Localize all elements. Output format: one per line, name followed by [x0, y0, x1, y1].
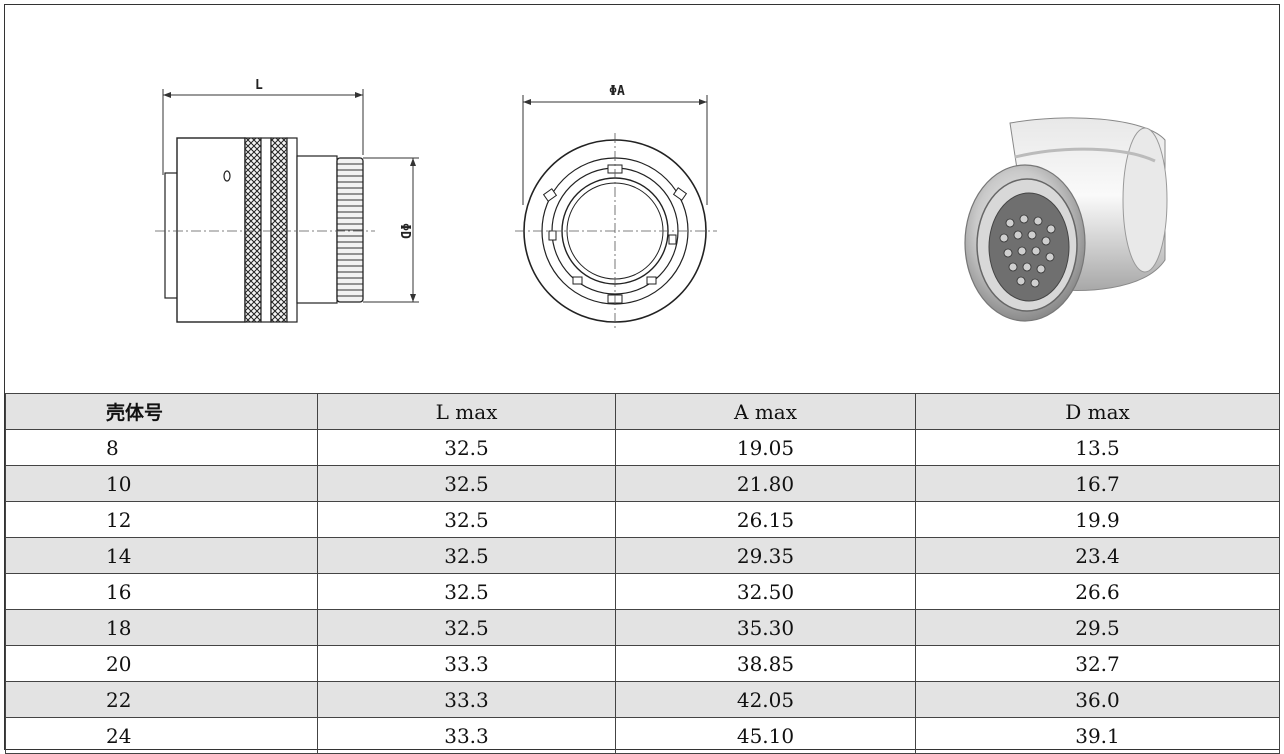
table-row: 22 33.3 42.05 36.0 [5, 681, 1280, 718]
table-row: 12 32.5 26.15 19.9 [5, 501, 1280, 538]
table-row: 16 32.5 32.50 26.6 [5, 573, 1280, 610]
header-a-max: A max [615, 393, 916, 430]
dimension-table: 壳体号 L max A max D max 8 32.5 19.05 13.5 … [5, 393, 1280, 754]
connector-photo [964, 117, 1168, 322]
table-row: 10 32.5 21.80 16.7 [5, 465, 1280, 502]
table-row: 20 33.3 38.85 32.7 [5, 645, 1280, 682]
diameter-a-label: ΦA [609, 84, 625, 99]
header-shell-size: 壳体号 [5, 393, 318, 430]
front-view-drawing: ΦA [515, 84, 717, 330]
table-row: 24 33.3 45.10 39.1 [5, 717, 1280, 754]
table-row: 8 32.5 19.05 13.5 [5, 429, 1280, 466]
length-label: L [255, 78, 263, 93]
diameter-d-label: ΦD [397, 223, 412, 239]
table-row: 18 32.5 35.30 29.5 [5, 609, 1280, 646]
technical-drawings: L ΦD [155, 78, 1168, 330]
spec-sheet: L ΦD [4, 4, 1280, 754]
table-row: 14 32.5 29.35 23.4 [5, 537, 1280, 574]
side-view-drawing: L ΦD [155, 78, 419, 323]
header-l-max: L max [317, 393, 616, 430]
table-header-row: 壳体号 L max A max D max [5, 393, 1280, 430]
header-d-max: D max [915, 393, 1280, 430]
